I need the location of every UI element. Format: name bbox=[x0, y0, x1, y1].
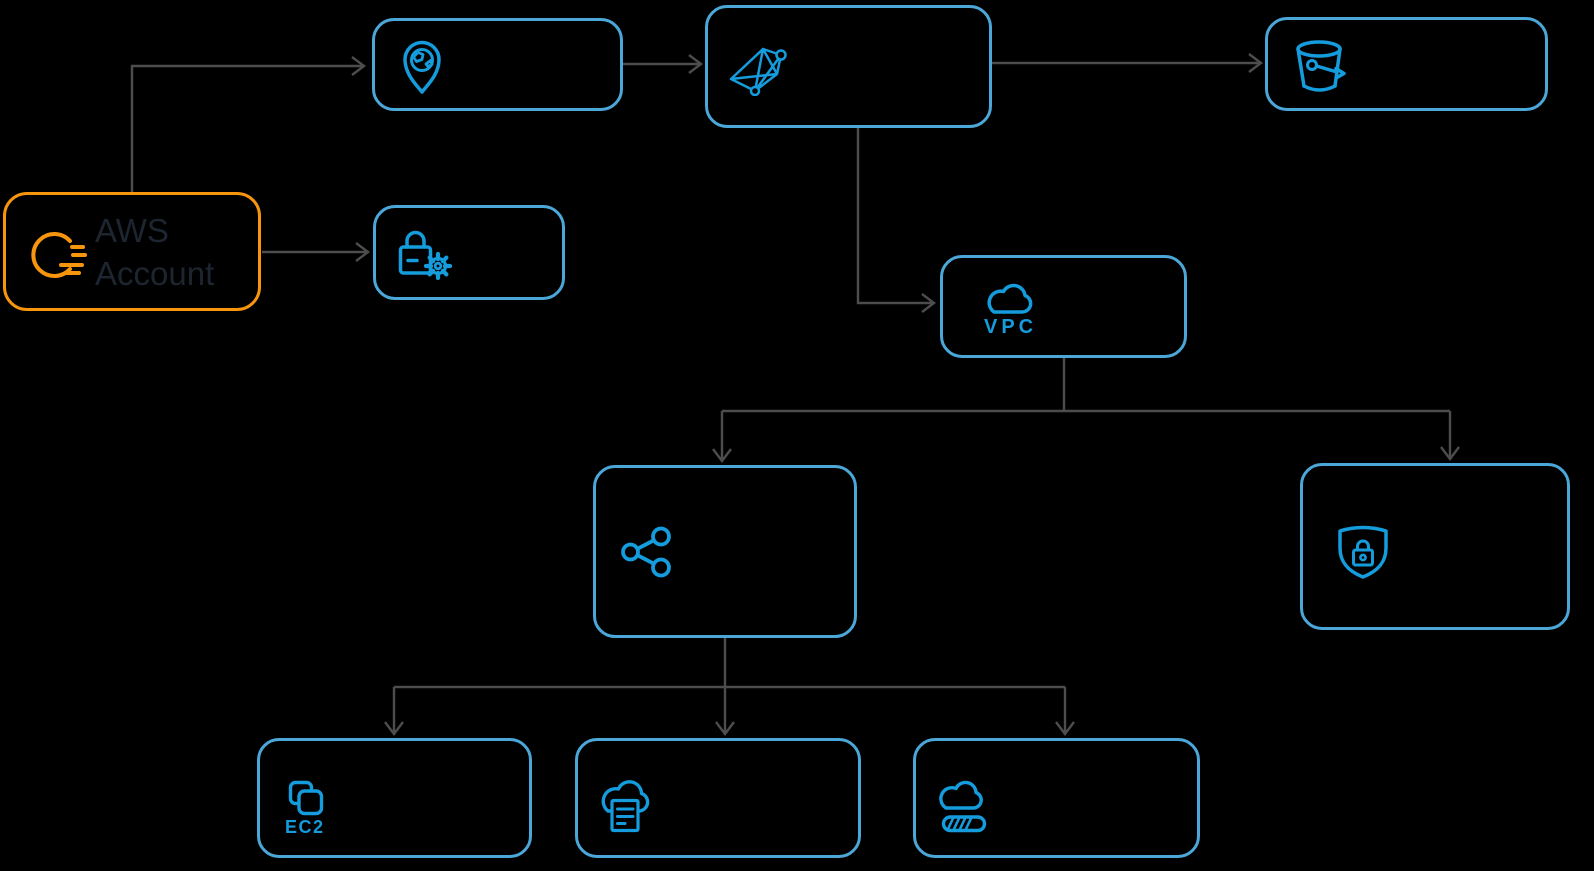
aws-account-label: AWS Account bbox=[95, 212, 215, 292]
storage-bucket-node bbox=[1265, 17, 1548, 111]
arrowhead-right-icon bbox=[355, 242, 370, 262]
identity-access-node bbox=[373, 205, 565, 300]
arrowhead-right-icon bbox=[1248, 53, 1263, 73]
arrowhead-down-icon bbox=[715, 721, 735, 736]
globe-pin-icon bbox=[403, 40, 441, 94]
arrowhead-right-icon bbox=[921, 293, 936, 313]
cloud-document-node bbox=[575, 738, 861, 858]
security-group-node bbox=[1300, 463, 1570, 630]
share-nodes-icon bbox=[621, 526, 671, 578]
vpc-label: VPC bbox=[984, 316, 1038, 338]
cloud-document-icon bbox=[601, 780, 650, 833]
cloud-icon bbox=[987, 283, 1033, 314]
arrowhead-right-icon bbox=[688, 54, 703, 74]
overlapping-squares-icon bbox=[288, 780, 324, 816]
network-mesh-icon bbox=[729, 47, 787, 96]
arrowhead-down-icon bbox=[1440, 446, 1460, 461]
connector-vpc-branch bbox=[722, 358, 1450, 413]
storage-bucket-icon bbox=[1296, 40, 1346, 92]
connector-share-branch bbox=[394, 638, 1065, 689]
share-subnet-node bbox=[593, 465, 857, 638]
connector-account-global bbox=[130, 64, 362, 192]
arrowhead-down-icon bbox=[712, 448, 732, 463]
shield-lock-icon bbox=[1338, 525, 1388, 579]
arrowhead-down-icon bbox=[384, 721, 404, 736]
arrowhead-down-icon bbox=[1055, 721, 1075, 736]
network-distribution-node bbox=[705, 5, 992, 128]
ec2-node: EC2 bbox=[257, 738, 532, 858]
aws-account-node: AWS Account bbox=[3, 192, 261, 311]
connector-network-vpc bbox=[856, 128, 932, 305]
arrowhead-right-icon bbox=[351, 56, 366, 76]
ec2-label: EC2 bbox=[285, 817, 325, 837]
lock-gear-icon bbox=[398, 230, 453, 281]
cloud-progress-icon bbox=[939, 780, 987, 833]
vpc-node: VPC bbox=[940, 255, 1187, 358]
aws-cloud-icon bbox=[31, 232, 87, 278]
cloud-progress-node bbox=[913, 738, 1200, 858]
global-endpoint-node bbox=[372, 18, 623, 111]
